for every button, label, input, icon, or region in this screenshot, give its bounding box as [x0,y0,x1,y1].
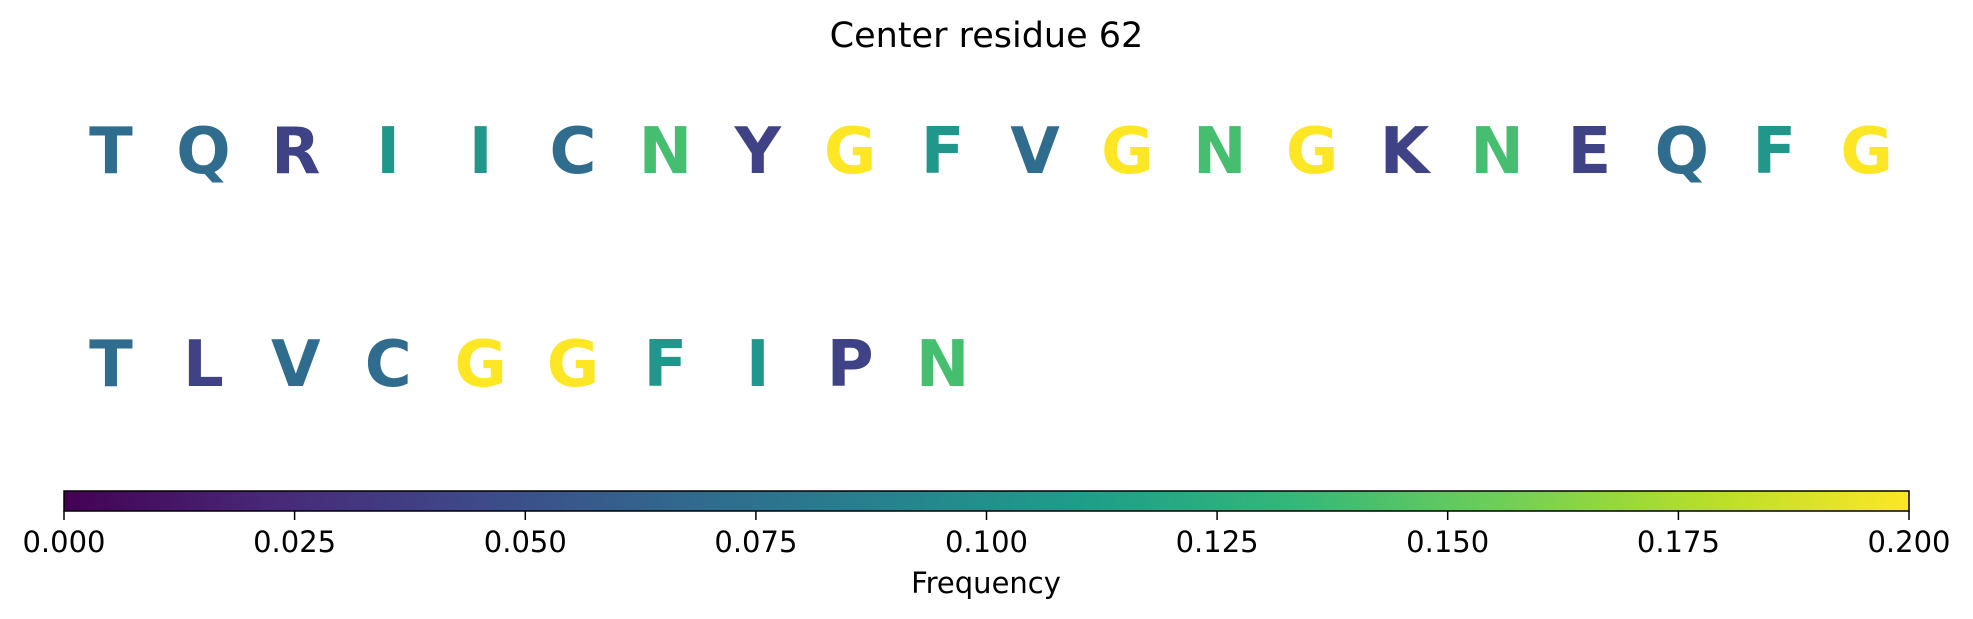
residue-letter: G [1286,115,1339,189]
residue-letter: G [1101,115,1154,189]
residue-letter: G [454,328,507,402]
colorbar-tick-label: 0.075 [714,525,797,559]
residue-letter: P [827,328,874,402]
residue-letter: Y [734,115,782,189]
residue-letter: C [365,328,412,402]
residue-letter: F [644,328,688,402]
colorbar-tick-label: 0.150 [1406,525,1489,559]
residue-letter: I [746,328,770,402]
residue-letter: F [1752,115,1796,189]
residue-letter: V [1010,115,1060,189]
colorbar-tick-label: 0.125 [1176,525,1259,559]
colorbar-tick-label: 0.175 [1637,525,1720,559]
colorbar-tick-label: 0.025 [253,525,336,559]
colorbar-tick-label: 0.050 [484,525,567,559]
residue-letter: N [1193,115,1247,189]
colorbar-tick-label: 0.200 [1867,525,1950,559]
residue-letter: V [271,328,321,402]
residue-letter: K [1380,115,1432,189]
residue-letter: G [1840,115,1893,189]
colorbar-label: Frequency [911,566,1061,600]
residue-letter: Q [176,115,230,189]
residue-letter: N [639,115,693,189]
residue-letter: T [89,328,133,402]
residue-letter: N [1470,115,1524,189]
residue-letter: I [376,115,400,189]
residue-letter: C [550,115,597,189]
chart-title: Center residue 62 [829,16,1144,56]
residue-letter: R [271,115,320,189]
colorbar-ticks: 0.000 0.025 0.050 0.075 0.100 0.125 0.150 0.175… [22,511,1951,559]
residue-letter: G [824,115,877,189]
colorbar-tick-label: 0.000 [22,525,105,559]
colorbar-gradient [63,490,1910,512]
residue-letter: E [1568,115,1612,189]
residue-letter: N [916,328,970,402]
colorbar-tick-label: 0.100 [945,525,1028,559]
residue-letter: Q [1655,115,1709,189]
colorbar: 0.000 0.025 0.050 0.075 0.100 0.125 0.150 0.175… [22,490,1951,600]
residue-letter: I [469,115,493,189]
residue-letter: F [921,115,965,189]
residue-letter: L [183,328,224,402]
residue-letter: G [547,328,600,402]
residue-letter: T [89,115,133,189]
